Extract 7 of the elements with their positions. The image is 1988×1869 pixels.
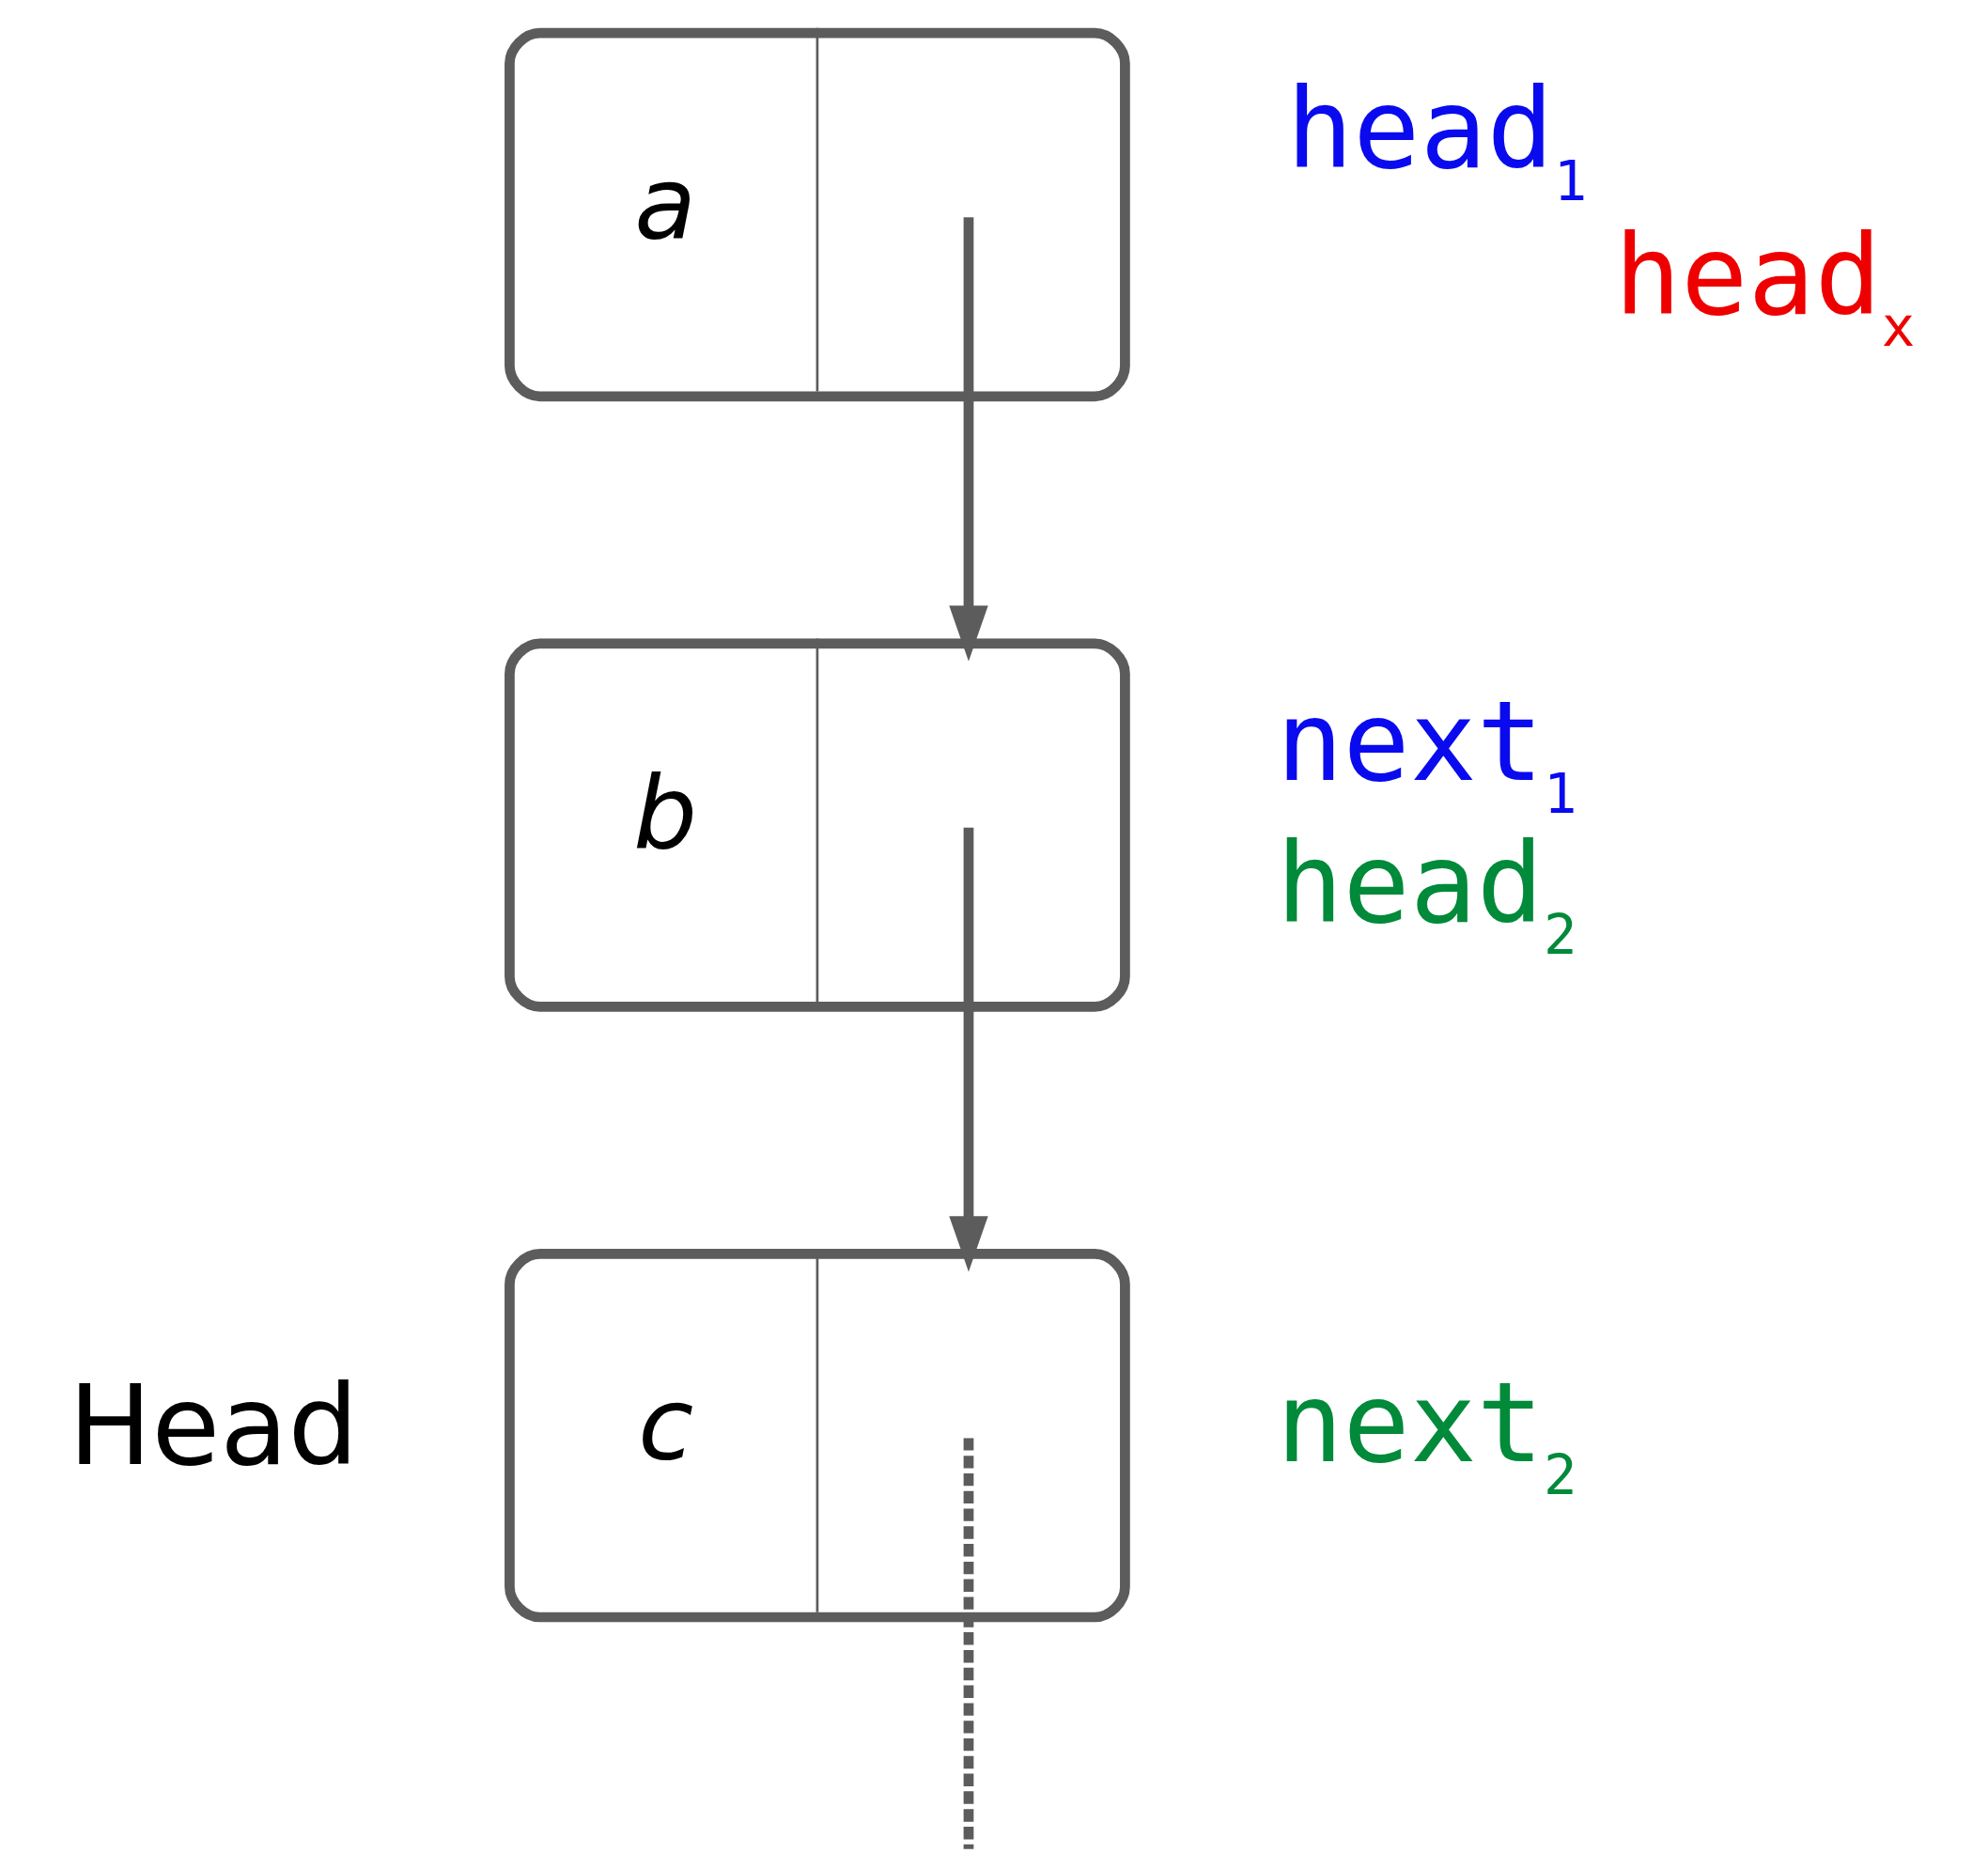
arrow: [948, 217, 988, 662]
node-label: next$_{2}$: [1275, 1358, 1577, 1507]
connector: [963, 1438, 973, 1849]
node-label: head$_{x}$: [1613, 210, 1915, 360]
arrow: [948, 827, 988, 1272]
node-label: head$_{1}$: [1285, 64, 1587, 213]
node-label: Head: [68, 1360, 358, 1490]
